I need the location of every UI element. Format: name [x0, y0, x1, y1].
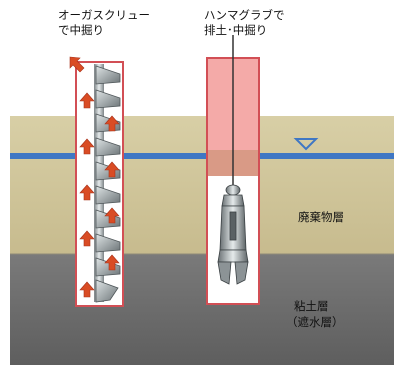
water-level-line [10, 153, 394, 159]
auger-casing [69, 56, 124, 307]
up-arrow-icon [79, 230, 95, 247]
water-level-triangle [293, 138, 319, 151]
up-arrow-icon [79, 281, 95, 298]
up-arrow-icon [104, 115, 120, 132]
waste-layer [10, 116, 394, 254]
clay-layer-label-line2: （遮水層） [286, 315, 344, 329]
grab-casing [206, 35, 260, 305]
up-arrow-icon [79, 138, 95, 155]
up-arrow-icon [79, 184, 95, 201]
grab-label-line2: 排土･中掘り [204, 23, 268, 37]
grab-label-line1: ハンマグラブで [204, 8, 285, 22]
discharge-arrow-icon [69, 56, 85, 73]
clay-layer [10, 254, 394, 365]
auger-label-line2: で中掘り [58, 23, 104, 37]
waste-layer-label: 廃棄物層 [298, 210, 344, 224]
auger-up-arrows [79, 92, 120, 298]
up-arrow-icon [104, 254, 120, 271]
auger-shaft [94, 64, 104, 302]
up-arrow-icon [104, 207, 120, 224]
hammer-grab [217, 184, 249, 285]
up-arrow-icon [104, 161, 120, 178]
clay-layer-label-line1: 粘土層 [294, 299, 329, 313]
auger-label-line1: オーガスクリュー [58, 8, 150, 22]
up-arrow-icon [79, 92, 95, 109]
